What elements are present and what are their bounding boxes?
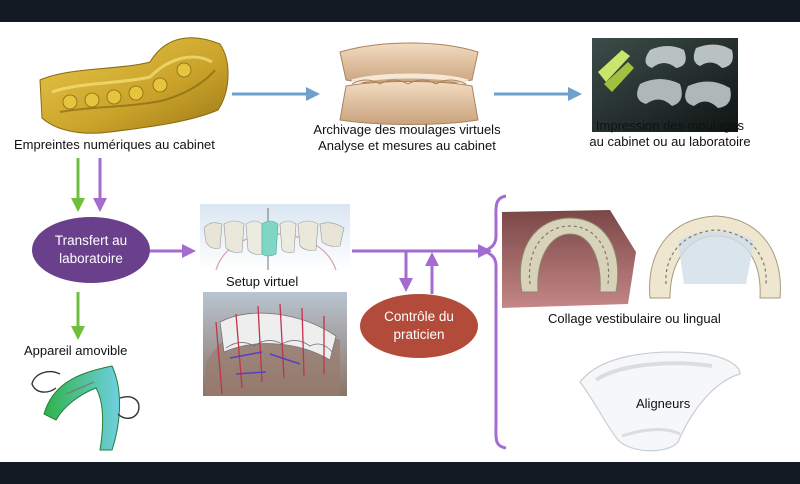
printed-models-image: [592, 38, 738, 132]
archiving-label: Archivage des moulages virtuels Analyse …: [302, 122, 512, 154]
aligners-label: Aligneurs: [636, 396, 691, 411]
archiving-line-1: Archivage des moulages virtuels: [313, 122, 501, 137]
diagram-graphics: [31, 37, 782, 452]
bottom-letterbox-bar: [0, 462, 800, 484]
top-letterbox-bar: [0, 0, 800, 22]
printing-line-1: Impression des moulages: [595, 118, 745, 133]
virtual-setup-side-image: [203, 292, 347, 396]
transfer-line-2: laboratoire: [59, 251, 123, 266]
bonding-label: Collage vestibulaire ou lingual: [548, 311, 721, 326]
digital-impressions-label: Empreintes numériques au cabinet: [14, 137, 215, 152]
control-line-2: praticien: [393, 327, 445, 342]
printing-label: Impression des moulages au cabinet ou au…: [572, 118, 768, 150]
transfer-lab-node: Transfert au laboratoire: [32, 217, 150, 283]
removable-appliance-label: Appareil amovible: [24, 343, 128, 358]
arrows: [71, 87, 582, 450]
transfer-line-1: Transfert au: [54, 233, 128, 248]
aligners-image: [579, 351, 741, 452]
control-line-1: Contrôle du: [384, 309, 454, 324]
lingual-bonding-image: [646, 208, 782, 308]
vestibular-bonding-image: [502, 210, 636, 308]
virtual-models-image: [332, 38, 484, 125]
virtual-setup-front-image: [200, 204, 350, 271]
printing-line-2: au cabinet ou au laboratoire: [589, 134, 751, 149]
digital-impression-image: [39, 37, 229, 134]
practitioner-control-node: Contrôle du praticien: [360, 294, 478, 358]
workflow-diagram: Empreintes numériques au cabinet Archiva…: [0, 22, 800, 462]
removable-appliance-image: [31, 365, 140, 451]
archiving-line-2: Analyse et mesures au cabinet: [318, 138, 496, 153]
setup-label: Setup virtuel: [226, 274, 299, 289]
